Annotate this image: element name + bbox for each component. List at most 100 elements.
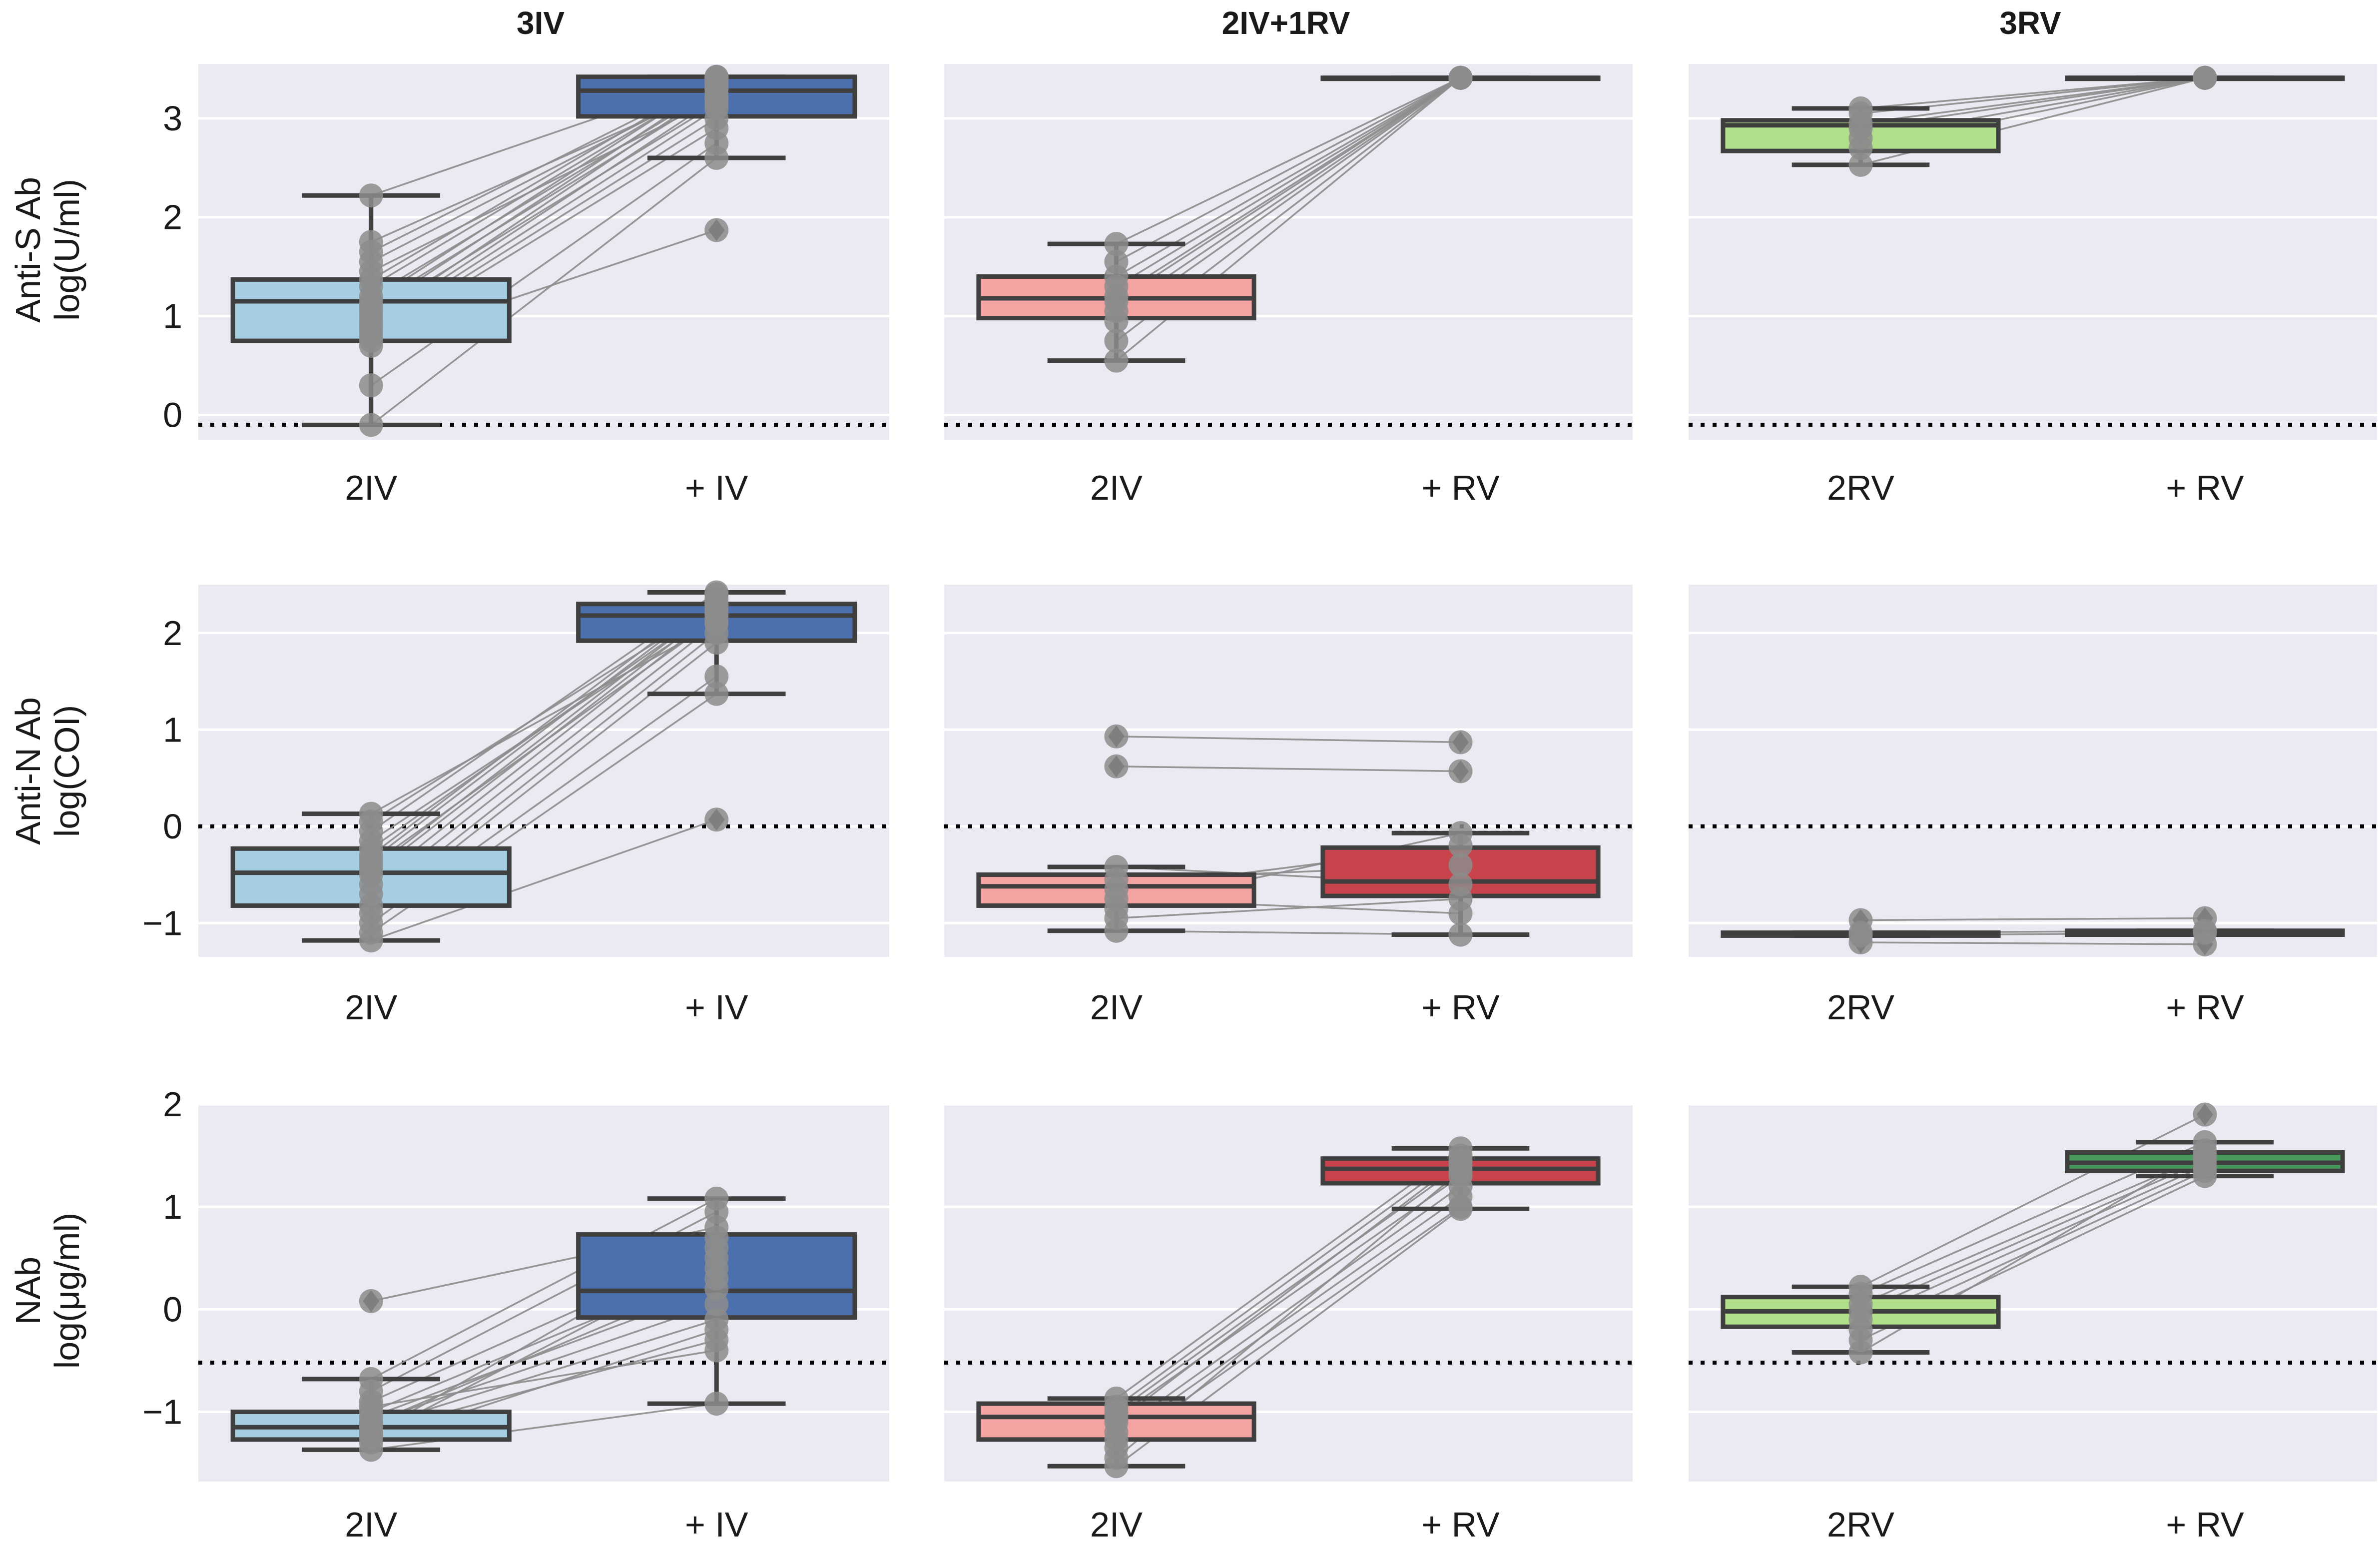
x-category-label: 2RV xyxy=(1827,1505,1894,1544)
ylabel-anti-n-line1: Anti-N Ab xyxy=(8,697,47,845)
pair-line xyxy=(370,603,717,871)
pair-line xyxy=(1860,917,2205,921)
pair-line xyxy=(1860,76,2205,109)
data-point xyxy=(704,592,729,616)
data-point xyxy=(704,1200,729,1224)
y-tick-label: 2 xyxy=(163,198,182,237)
data-point xyxy=(2193,1138,2217,1163)
pair-line xyxy=(370,92,717,307)
data-point xyxy=(1448,886,1473,911)
x-category-label: + RV xyxy=(2166,988,2244,1027)
x-category-label: 2IV xyxy=(1090,468,1143,507)
data-point xyxy=(1104,348,1129,373)
pair-line xyxy=(370,87,717,297)
data-point xyxy=(1448,1197,1473,1221)
x-category-label: + IV xyxy=(685,1505,748,1544)
pair-line xyxy=(370,618,717,866)
data-point xyxy=(1848,96,1873,121)
data-point xyxy=(704,1225,729,1250)
x-category-label: + IV xyxy=(685,988,748,1027)
data-point xyxy=(359,1289,383,1313)
pair-line xyxy=(370,142,717,386)
pair-line xyxy=(1116,736,1461,744)
x-category-label: 2RV xyxy=(1827,988,1894,1027)
ylabel-anti-s-line1: Anti-S Ab xyxy=(8,177,47,323)
data-point xyxy=(1104,232,1129,256)
pair-line xyxy=(371,1319,717,1428)
data-point xyxy=(1848,152,1873,177)
data-point xyxy=(1104,249,1129,274)
y-tick-label: −1 xyxy=(142,903,182,942)
y-tick-label: 0 xyxy=(163,807,182,846)
title-3rv: 3RV xyxy=(1999,5,2061,41)
panel-background xyxy=(198,64,889,440)
y-tick-label: −1 xyxy=(142,1392,182,1431)
data-point xyxy=(2193,1102,2217,1127)
x-category-label: 2IV xyxy=(345,988,397,1027)
data-point xyxy=(359,1395,383,1419)
data-point xyxy=(1448,65,1473,90)
data-point xyxy=(704,1266,729,1291)
pair-line xyxy=(371,1403,717,1451)
title-3iv: 3IV xyxy=(517,5,565,41)
data-point xyxy=(1848,923,1873,948)
x-category-label: + RV xyxy=(1421,1505,1500,1544)
panel-anti-s-2iv1rv: 2IV+ RV xyxy=(944,64,1633,507)
ylabel-anti-s-line2: log(U/ml) xyxy=(47,179,86,321)
data-point xyxy=(2193,65,2217,90)
data-point xyxy=(1848,1340,1873,1365)
data-point xyxy=(1104,754,1129,778)
pair-line xyxy=(370,157,717,426)
data-point xyxy=(1448,730,1473,755)
pair-line xyxy=(370,1198,717,1380)
x-category-label: + RV xyxy=(1421,988,1500,1027)
data-point xyxy=(704,1392,729,1416)
data-point xyxy=(359,801,383,826)
data-point xyxy=(704,807,729,832)
title-2iv1rv: 2IV+1RV xyxy=(1222,5,1350,41)
data-point xyxy=(704,64,729,89)
panel-nab-3rv: 2RV+ RV xyxy=(1689,1102,2377,1544)
y-tick-label: 2 xyxy=(163,614,182,653)
x-category-label: 2IV xyxy=(345,1505,397,1544)
ylabel-nab-line2: log(μg/ml) xyxy=(47,1213,86,1369)
y-tick-label: 1 xyxy=(163,297,182,336)
y-tick-label: 3 xyxy=(163,99,182,138)
ylabel-anti-n-line2: log(COI) xyxy=(47,705,86,837)
x-category-label: 2IV xyxy=(1090,988,1143,1027)
data-point xyxy=(704,682,729,706)
data-point xyxy=(1448,759,1473,783)
pair-line xyxy=(1860,941,2205,945)
x-category-label: 2RV xyxy=(1827,468,1894,507)
data-point xyxy=(704,664,729,689)
panel-nab-2iv1rv: 2IV+ RV xyxy=(944,1103,1633,1544)
data-point xyxy=(2193,920,2217,945)
pair-line xyxy=(1116,77,1461,312)
pair-line xyxy=(1116,898,1461,919)
data-point xyxy=(1104,724,1129,749)
y-tick-label: 1 xyxy=(163,1187,182,1226)
ylabel-nab-line1: NAb xyxy=(8,1257,47,1325)
x-category-label: + RV xyxy=(2166,468,2244,507)
pair-line xyxy=(370,613,717,842)
data-point xyxy=(704,611,729,636)
pair-line xyxy=(370,622,717,815)
data-point xyxy=(2193,1164,2217,1188)
data-point xyxy=(1448,853,1473,877)
data-point xyxy=(704,1318,729,1342)
pair-line xyxy=(1860,1165,2206,1321)
column-titles: 3IV 2IV+1RV 3RV xyxy=(517,5,2061,41)
pair-line xyxy=(1116,1175,1461,1418)
data-point xyxy=(1104,1454,1129,1479)
data-point xyxy=(1448,922,1473,947)
data-point xyxy=(1104,918,1129,943)
data-point xyxy=(1104,329,1129,353)
data-point xyxy=(359,373,383,398)
pair-line xyxy=(370,83,717,312)
pair-line xyxy=(1116,1155,1461,1408)
